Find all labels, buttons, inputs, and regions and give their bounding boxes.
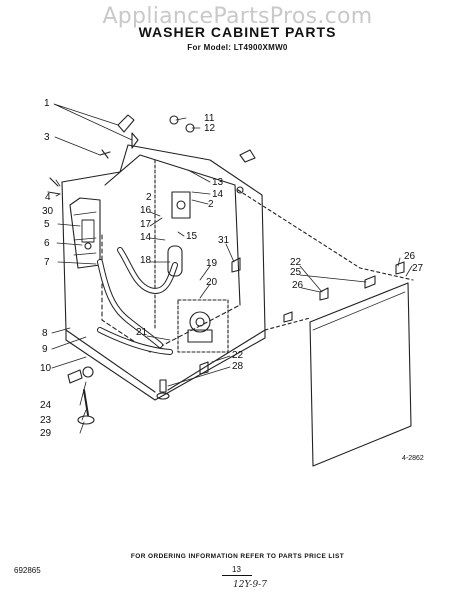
part-label-27: 27 <box>412 263 424 274</box>
part-label-6: 6 <box>44 238 50 249</box>
ordering-info-footer: FOR ORDERING INFORMATION REFER TO PARTS … <box>130 553 345 560</box>
part-label-10: 10 <box>40 363 52 374</box>
part-label-14: 14 <box>212 189 224 200</box>
part-label-17: 17 <box>140 219 152 230</box>
part-label-4: 4 <box>45 192 51 203</box>
page-number-box <box>222 563 252 576</box>
part-label-25: 25 <box>290 267 302 278</box>
page-number: 13 <box>232 565 241 574</box>
diagram-title: WASHER CABINET PARTS <box>138 24 337 40</box>
part-label-12: 12 <box>204 123 216 134</box>
part-label-23: 23 <box>40 415 52 426</box>
part-label-2-left: 2 <box>146 192 152 203</box>
part-label-19: 19 <box>206 258 218 269</box>
cabinet-top-left <box>61 144 129 183</box>
part-label-22-right: 22 <box>290 257 302 268</box>
watermark: AppliancePartsPros.com <box>102 4 373 29</box>
part-label-21: 21 <box>136 327 148 338</box>
part-label-7: 7 <box>44 257 50 268</box>
part-label-2: 2 <box>208 199 214 210</box>
cabinet-open-side <box>237 189 414 281</box>
part-label-29: 29 <box>40 428 52 439</box>
part-label-14-lower: 14 <box>140 232 152 243</box>
cabinet-top <box>127 144 263 196</box>
part-label-1: 1 <box>44 98 50 109</box>
part-label-30: 30 <box>42 206 54 217</box>
part-label-24: 24 <box>40 400 52 411</box>
part-label-26: 26 <box>404 251 416 262</box>
model-subtitle: For Model: LT4900XMW0 <box>187 43 288 52</box>
part-label-28: 28 <box>232 361 244 372</box>
diagram-id: 4-2862 <box>402 455 424 462</box>
part-label-20: 20 <box>206 277 218 288</box>
part-label-11: 11 <box>204 113 215 124</box>
part-label-16: 16 <box>140 205 152 216</box>
part-label-15: 15 <box>186 231 198 242</box>
part-label-3: 3 <box>44 132 50 143</box>
part-label-13: 13 <box>212 177 224 188</box>
part-label-31: 31 <box>218 235 230 246</box>
part-label-9: 9 <box>42 344 48 355</box>
document-id: 692865 <box>14 566 41 575</box>
part-label-18: 18 <box>140 255 152 266</box>
pump-bracket <box>177 299 229 353</box>
part-label-5: 5 <box>44 219 50 230</box>
part-label-8: 8 <box>42 328 48 339</box>
part-label-26-right: 26 <box>292 280 304 291</box>
part-label-22-lower: 22 <box>232 350 244 361</box>
handwritten-note: 12Y-9-7 <box>233 580 267 590</box>
front-panel <box>309 282 412 467</box>
cabinet-inner-back <box>104 154 241 306</box>
